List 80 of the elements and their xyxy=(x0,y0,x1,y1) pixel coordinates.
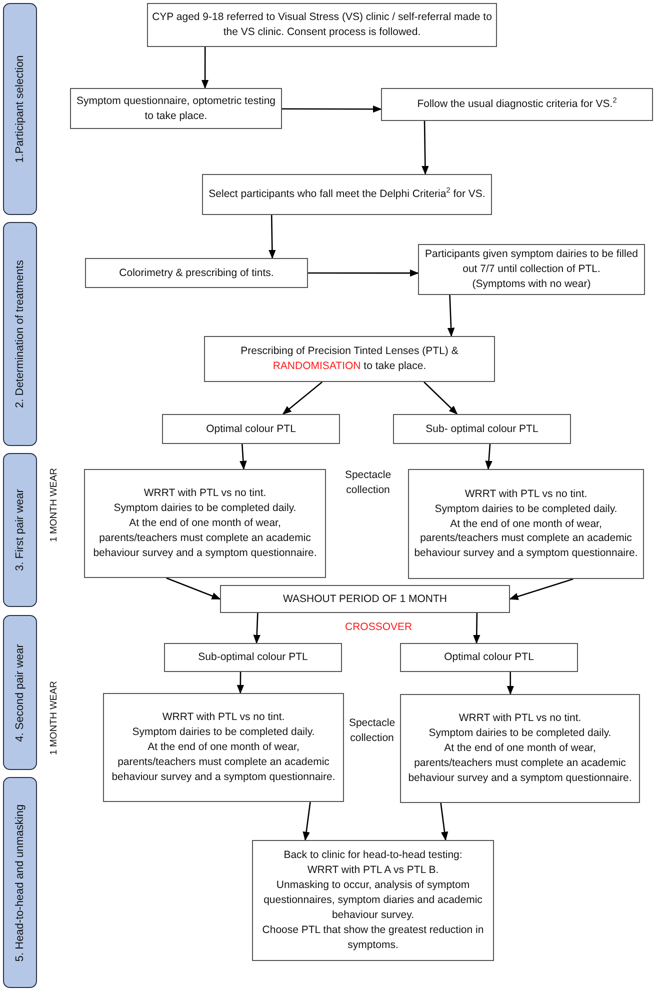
process-box xyxy=(252,840,494,961)
box-text: Back to clinic for head-to-head testing: xyxy=(284,848,462,864)
box-text: Symptom dairies to be completed daily. xyxy=(114,501,296,516)
box-text: Symptom dairies to be completed daily. xyxy=(434,502,618,517)
arrow xyxy=(422,121,429,175)
box-text: WRRT with PTL vs no tint. xyxy=(458,711,582,726)
process-box xyxy=(147,3,497,47)
arrow xyxy=(485,444,492,470)
box-text: Sub- optimal colour PTL xyxy=(426,422,538,436)
stage-band xyxy=(3,615,37,770)
process-box xyxy=(84,469,326,578)
process-box xyxy=(103,693,344,802)
box-text: Participants given symptom dairies to be filled out 7/7 until collection of PTL. xyxy=(424,247,639,277)
box-text: Colorimetry & prescribing of tints. xyxy=(119,266,274,280)
note-label: CROSSOVER xyxy=(345,620,409,635)
duration-label: 1 MONTH WEAR xyxy=(47,681,60,755)
box-text: At the end of one month of wear, parents/teachers must complete an academic behaviour survey and a symptom questionnaire. xyxy=(413,516,639,562)
box-text: RANDOMISATION to take place. xyxy=(272,359,426,374)
process-box xyxy=(202,174,492,215)
box-text: CYP aged 9-18 referred to Visual Stress (VS) clinic / self-referral made to the VS clinic. Consent process is followed. xyxy=(152,10,492,40)
arrow xyxy=(282,382,323,415)
box-text: At the end of one month of wear, parents/teachers must complete an academic behaviour survey and a symptom questionnaire. xyxy=(92,516,318,561)
box-text: Symptom dairies to be completed daily. xyxy=(132,725,315,740)
stage-band xyxy=(3,453,37,607)
process-box xyxy=(393,414,571,444)
process-box xyxy=(162,414,340,444)
arrow xyxy=(308,269,419,277)
duration-label: 1 MONTH WEAR xyxy=(47,468,60,542)
box-text: WRRT with PTL vs no tint. xyxy=(144,486,266,502)
arrow xyxy=(253,612,260,644)
box-text: WASHOUT PERIOD OF 1 MONTH xyxy=(283,592,447,606)
box-text: (Symptoms with no wear) xyxy=(472,276,591,292)
note-label: Spectacle collection xyxy=(344,468,392,498)
process-box xyxy=(408,469,644,579)
arrow xyxy=(302,802,311,841)
process-box xyxy=(204,336,495,382)
box-text: Follow the usual diagnostic criteria for VS.$^{2}$ xyxy=(417,97,617,112)
stage-label: 1.Participant selection xyxy=(14,55,26,163)
stage-label: 2. Determination of treatments xyxy=(14,260,26,408)
arrow xyxy=(424,382,458,415)
arrow xyxy=(236,672,244,694)
note-label: Spectacle collection xyxy=(348,716,396,746)
box-text: Unmasking to occur, analysis of symptom questionnaires, symptom diaries and academic behaviour survey. xyxy=(262,878,484,923)
process-box xyxy=(164,643,342,672)
stage-label: 3. First pair wear xyxy=(14,489,26,571)
process-box xyxy=(400,643,578,672)
process-box xyxy=(85,258,308,288)
arrow xyxy=(268,214,276,259)
process-box xyxy=(418,244,645,295)
box-text: WRRT with PTL vs no tint. xyxy=(464,486,588,502)
stage-band xyxy=(3,222,37,446)
box-text: Select participants who fall meet the Delphi Criteria$^{2}$ for VS. xyxy=(208,187,486,202)
box-text: Symptom dairies to be completed daily. xyxy=(428,726,612,742)
stage-band xyxy=(3,3,37,215)
box-text: WRRT with PTL vs no tint. xyxy=(162,710,285,726)
box-text: Symptom questionnaire, optometric testing to take place. xyxy=(75,94,276,124)
arrow xyxy=(240,444,247,470)
process-box xyxy=(220,585,510,613)
arrow xyxy=(473,613,480,644)
process-box xyxy=(70,88,282,129)
box-text: Choose PTL that show the greatest reduction in symptoms. xyxy=(261,922,485,953)
arrow xyxy=(447,294,455,337)
box-text: Optimal colour PTL xyxy=(206,422,296,436)
stage-label: 5. Head-to-head and unmasking xyxy=(14,804,26,962)
arrow xyxy=(509,578,574,600)
arrow xyxy=(166,577,221,600)
arrow xyxy=(201,47,209,89)
box-text: WRRT with PTL A vs PTL B. xyxy=(307,863,439,878)
box-text: Optimal colour PTL xyxy=(444,650,534,665)
process-box xyxy=(381,88,653,121)
arrow xyxy=(506,672,514,695)
arrow xyxy=(440,802,448,841)
box-text: At the end of one month of wear, parents/teachers must complete an academic behaviour survey and a symptom questionnaire. xyxy=(110,740,336,785)
box-text: At the end of one month of wear, parents/teachers must complete an academic behaviour survey and a symptom questionnaire. xyxy=(407,741,633,786)
stage-label: 4. Second pair wear xyxy=(14,644,26,742)
box-text: Sub-optimal colour PTL xyxy=(198,650,308,665)
process-box xyxy=(400,694,640,803)
stage-band xyxy=(3,777,37,988)
arrow xyxy=(282,105,382,113)
box-text: Prescribing of Precision Tinted Lenses (PTL) & xyxy=(240,344,458,359)
